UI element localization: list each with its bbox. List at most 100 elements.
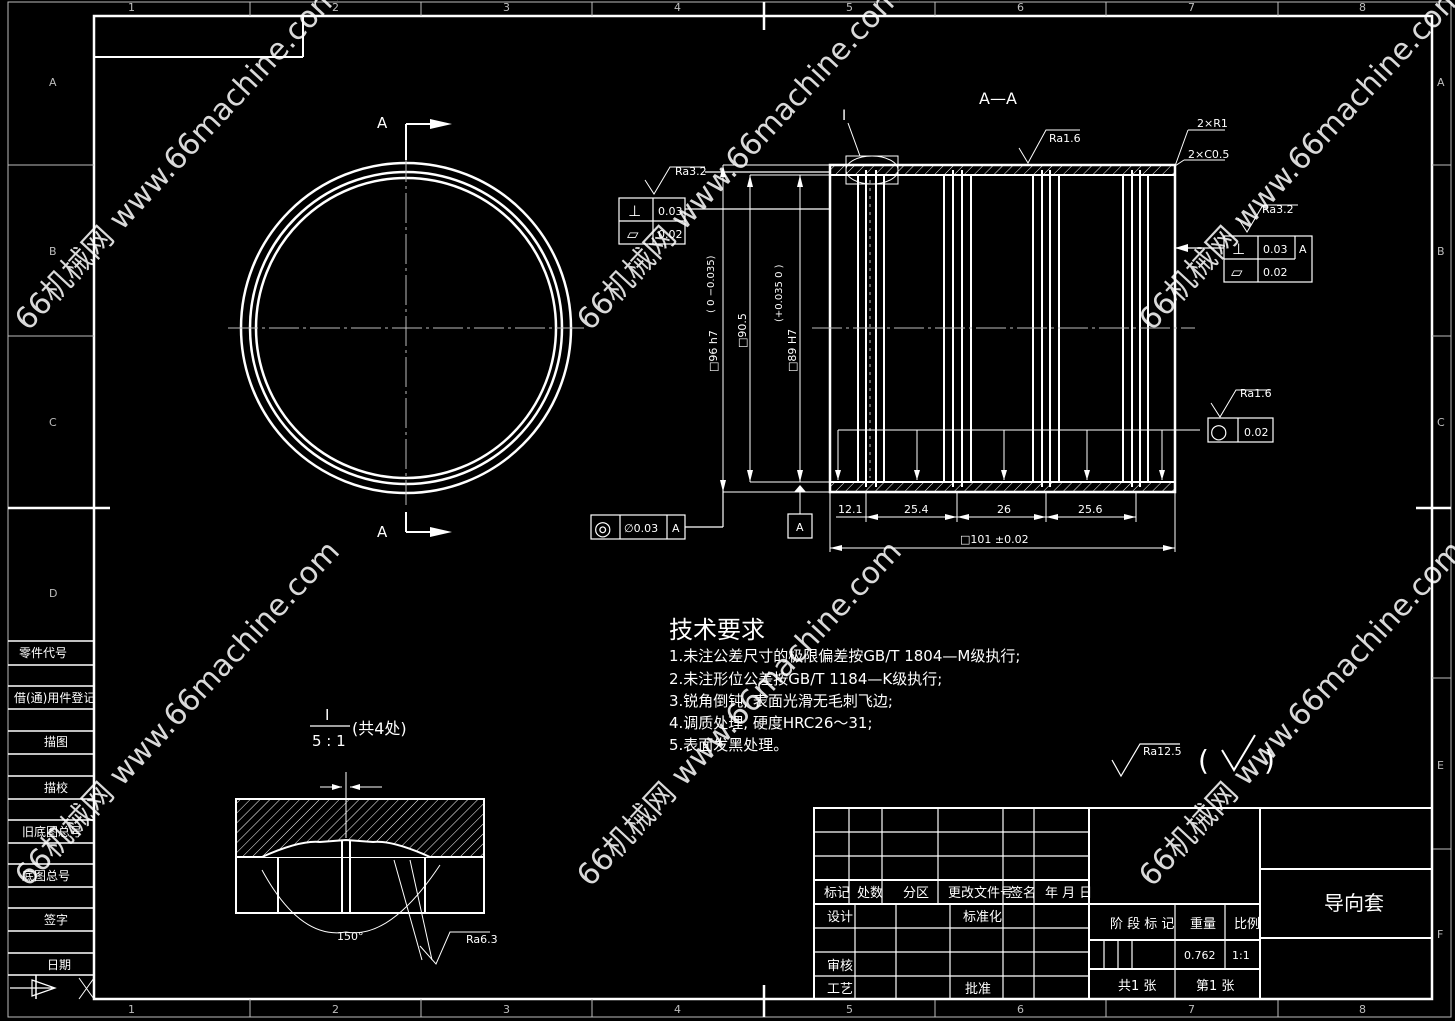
dim-length: □101 ±0.02 <box>960 533 1029 546</box>
zone-col-7-bottom: 7 <box>1188 1003 1195 1016</box>
zone-col-8-bottom: 8 <box>1359 1003 1366 1016</box>
zone-col-1-bottom: 1 <box>128 1003 135 1016</box>
detail-ra: Ra6.3 <box>466 933 498 946</box>
zone-col-8: 8 <box>1359 1 1366 14</box>
fcf-bottom-right-val: 0.02 <box>1244 426 1269 439</box>
ra-left: Ra3.2 <box>675 165 707 178</box>
detail-angle: 150° <box>337 930 364 943</box>
strip-borrowed-parts: 借(通)用件登记 <box>14 690 95 705</box>
zone-row-e-right: E <box>1437 759 1444 772</box>
chamfer-c-label: 2×C0.5 <box>1188 148 1229 161</box>
detail-scale: 5 : 1 <box>312 732 346 750</box>
drawing-border: 1 2 3 4 5 6 7 8 1 2 3 4 5 6 7 8 A B C D … <box>7 1 1452 1018</box>
ra-top: Ra1.6 <box>1049 132 1081 145</box>
strip-trace-check: 描校 <box>44 780 68 795</box>
general-ra-value: Ra12.5 <box>1143 745 1182 758</box>
fcf-bottom-left-datum: A <box>672 522 680 535</box>
fcf-left-val1: 0.03 <box>658 205 683 218</box>
strip-date: 日期 <box>47 958 71 972</box>
dim-seg-3: 26 <box>997 503 1011 516</box>
section-title: A—A <box>979 89 1017 108</box>
detail-view: I 5 : 1 (共4处) 150° Ra6.3 <box>235 706 498 965</box>
tb-scale-label: 比例 <box>1234 917 1260 932</box>
zone-row-c-right: C <box>1437 416 1445 429</box>
dim-seg-4: 25.6 <box>1078 503 1103 516</box>
zone-col-4-bottom: 4 <box>674 1003 681 1016</box>
section-letter-bottom: A <box>377 523 388 541</box>
tb-stage-mark: 阶 段 标 记 <box>1110 917 1174 932</box>
dim-id-tol: (+0.035 0 ) <box>774 264 785 322</box>
tech-req-item-3: 3.锐角倒钝, 表面光滑无毛刺飞边; <box>669 692 893 710</box>
fcf-right-val2: 0.02 <box>1263 266 1288 279</box>
zone-col-2: 2 <box>332 1 339 14</box>
strip-signature: 签字 <box>44 912 68 927</box>
zone-col-1: 1 <box>128 1 135 14</box>
zone-col-3: 3 <box>503 1 510 14</box>
fcf-right-datum: A <box>1299 243 1307 256</box>
zone-row-d: D <box>49 587 57 600</box>
zone-row-b: B <box>49 245 57 258</box>
dim-seg-1: 12.1 <box>838 503 863 516</box>
zone-row-a-right: A <box>1437 76 1445 89</box>
zone-col-3-bottom: 3 <box>503 1003 510 1016</box>
detail-note: (共4处) <box>352 719 407 738</box>
dim-od-tol: ( 0 −0.035) <box>706 255 717 313</box>
tb-approve: 批准 <box>965 982 991 997</box>
technical-requirements: 技术要求 1.未注公差尺寸的极限偏差按GB/T 1804—M级执行; 2.未注形… <box>669 616 1020 754</box>
dim-seg-2: 25.4 <box>904 503 929 516</box>
fcf-bottom-left-val: ∅0.03 <box>624 522 658 535</box>
fcf-right-val1: 0.03 <box>1263 243 1288 256</box>
dim-mid: □90.5 <box>736 313 749 348</box>
zone-col-5-bottom: 5 <box>846 1003 853 1016</box>
fcf-right-sym2: ▱ <box>1231 263 1243 281</box>
fcf-right-sym1: ⊥ <box>1232 240 1245 258</box>
tb-header-mark: 标记 <box>824 886 850 901</box>
dim-id: □89 H7 <box>786 329 799 372</box>
tb-header-change-doc: 更改文件号 <box>948 886 1013 901</box>
left-record-strip: 零件代号 借(通)用件登记 描图 描校 旧底图总号 底图总号 签字 日期 <box>8 640 95 1000</box>
datum-a: A <box>796 521 804 534</box>
tb-header-date: 年 月 日 <box>1045 886 1092 901</box>
zone-row-a: A <box>49 76 57 89</box>
tb-standardize: 标准化 <box>963 910 1002 925</box>
zone-row-b-right: B <box>1437 245 1445 258</box>
strip-part-code: 零件代号 <box>19 646 67 660</box>
strip-old-base-no: 旧底图总号 <box>22 824 82 839</box>
zone-col-4: 4 <box>674 1 681 14</box>
ra-bottom: Ra1.6 <box>1240 387 1272 400</box>
strip-base-no: 底图总号 <box>22 868 70 883</box>
zone-col-7: 7 <box>1188 1 1195 14</box>
tech-req-item-4: 4.调质处理, 硬度HRC26～31; <box>669 714 873 732</box>
zone-col-5: 5 <box>846 1 853 14</box>
tb-header-zone: 分区 <box>903 886 929 901</box>
tb-weight-value: 0.762 <box>1184 949 1216 962</box>
fcf-left-val2: 0.02 <box>658 228 683 241</box>
tb-part-name: 导向套 <box>1324 891 1384 915</box>
fcf-bottom-right-sym: ○ <box>1210 419 1227 443</box>
dim-od: □96 h7 <box>707 330 720 372</box>
general-roughness: Ra12.5 ( ) <box>1111 734 1275 778</box>
tb-sheets-total: 共1 张 <box>1118 979 1156 994</box>
tb-header-sign: 签名 <box>1010 885 1036 901</box>
tech-req-item-5: 5.表面发黑处理。 <box>669 736 788 754</box>
general-ra-bracket-right: ) <box>1264 744 1275 777</box>
section-view: A—A <box>590 89 1313 552</box>
general-ra-bracket-left: ( <box>1198 744 1209 777</box>
zone-col-2-bottom: 2 <box>332 1003 339 1016</box>
zone-row-f-right: F <box>1437 928 1443 941</box>
front-view: A A <box>228 114 584 541</box>
zone-col-6-bottom: 6 <box>1017 1003 1024 1016</box>
tech-req-title: 技术要求 <box>669 616 765 644</box>
tb-role-review: 审核 <box>827 959 853 974</box>
zone-col-6: 6 <box>1017 1 1024 14</box>
fcf-left-sym2: ▱ <box>627 225 639 243</box>
title-block: 标记 处数 分区 更改文件号 签名 年 月 日 设计 审核 工艺 标准化 批准 … <box>813 807 1433 1000</box>
fcf-left-sym1: ⊥ <box>628 202 641 220</box>
tb-weight-label: 重量 <box>1190 916 1216 932</box>
section-letter-top: A <box>377 114 388 132</box>
tb-scale-value: 1:1 <box>1232 949 1250 962</box>
tb-sheet-no: 第1 张 <box>1196 979 1234 994</box>
tb-role-design: 设计 <box>827 910 853 925</box>
tb-header-count: 处数 <box>857 886 883 901</box>
